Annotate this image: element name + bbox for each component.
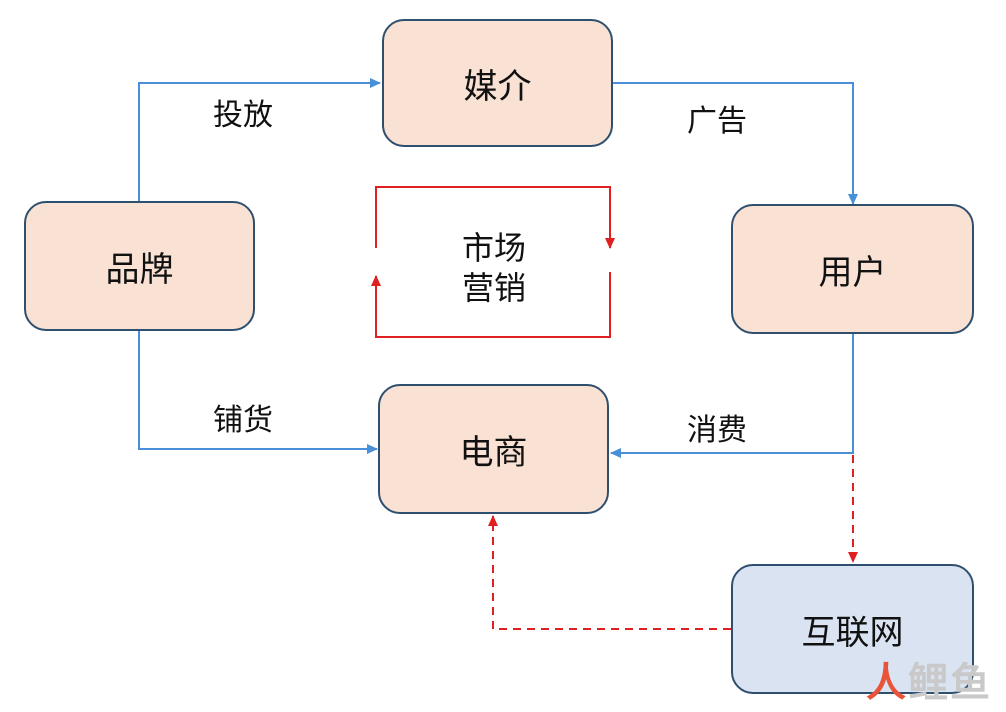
watermark-part-1: 人 — [866, 660, 908, 706]
cycle-arrow-right — [375, 186, 615, 249]
edge-label-brand-to-ecommerce: 铺货 — [213, 403, 273, 438]
node-internet-label: 互联网 — [801, 612, 904, 653]
node-media-label: 媒介 — [463, 66, 532, 107]
watermark-part-2: 鲤鱼 — [908, 660, 992, 706]
node-ecommerce: 电商 — [378, 384, 609, 514]
node-brand-label: 品牌 — [105, 249, 174, 290]
arrow-brand-to-ecommerce — [138, 331, 378, 454]
edge-label-media-to-user: 广告 — [687, 104, 747, 139]
edge-label-user-to-ecommerce: 消费 — [687, 413, 747, 448]
center-marketing-label: 市场 营销 — [380, 228, 608, 308]
center-line-2: 营销 — [461, 269, 526, 307]
node-internet: 互联网 — [731, 564, 974, 694]
node-ecommerce-label: 电商 — [459, 432, 528, 473]
watermark-logo: 人鲤鱼 — [866, 650, 992, 708]
arrow-brand-to-media — [138, 78, 381, 201]
arrow-media-to-user — [613, 82, 858, 205]
node-user-label: 用户 — [818, 252, 887, 293]
arrow-user-to-ecommerce — [610, 334, 854, 458]
cycle-arrow-left — [371, 272, 611, 338]
node-brand: 品牌 — [24, 201, 255, 331]
node-user: 用户 — [731, 204, 974, 334]
center-line-1: 市场 — [461, 229, 526, 267]
edge-label-brand-to-media: 投放 — [213, 98, 273, 133]
node-media: 媒介 — [382, 19, 613, 147]
dashed-arrow-internet-to-ecommerce — [488, 515, 731, 630]
